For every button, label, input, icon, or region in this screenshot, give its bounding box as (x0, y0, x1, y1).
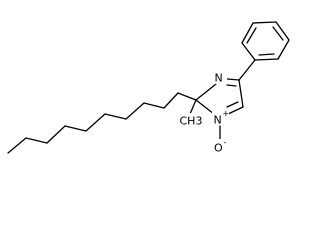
bond-c2-methyl (189, 99, 197, 115)
phenyl-bond-6 (254, 58, 279, 61)
nonyl-chain (7, 92, 197, 154)
phenyl-double-bond-1 (246, 27, 257, 44)
oxygen-label: O (214, 142, 223, 155)
chain-bond-2 (163, 92, 179, 109)
chain-bond-6 (85, 113, 106, 132)
atom-labels: N N + O - CH3 (178, 70, 230, 155)
phenyl-double-bond-2 (272, 26, 284, 41)
methyl-label: CH3 (180, 115, 203, 128)
ring-bond-n3-c4 (226, 78, 240, 81)
chain-bond-10 (7, 137, 27, 154)
ring-bond-c5-n1-inner (226, 101, 239, 108)
phenyl-ring (238, 21, 290, 81)
oxide-nitrogen-label: N (214, 114, 222, 127)
bond-c4-phenyl (238, 59, 256, 81)
chain-bond-8 (46, 125, 66, 144)
ring-nitrogen-label: N (215, 72, 223, 85)
phenyl-bond-3 (252, 21, 277, 24)
ring-bond-n1-c2 (195, 99, 215, 115)
chain-bond-3 (143, 102, 165, 109)
ring-bond-n3-c4-inner (226, 84, 237, 87)
chain-bond-9 (25, 137, 48, 144)
imidazoline-ring (189, 78, 244, 141)
ring-bond-c4-c5 (238, 79, 244, 108)
chain-bond-1 (177, 92, 197, 101)
ring-bond-c2-n3 (195, 83, 217, 101)
chain-bond-7 (64, 125, 87, 132)
phenyl-bond-5 (277, 39, 290, 60)
phenyl-bond-4 (275, 21, 290, 41)
oxygen-charge: - (224, 138, 227, 147)
chain-bond-4 (125, 102, 145, 120)
phenyl-bond-1 (241, 42, 256, 61)
oxide-nitrogen-charge: + (223, 109, 230, 118)
phenyl-bond-2 (241, 22, 254, 44)
phenyl-double-bond-3 (258, 53, 275, 56)
chemical-structure-diagram: N N + O - CH3 (7, 21, 290, 155)
chain-bond-5 (104, 113, 127, 120)
